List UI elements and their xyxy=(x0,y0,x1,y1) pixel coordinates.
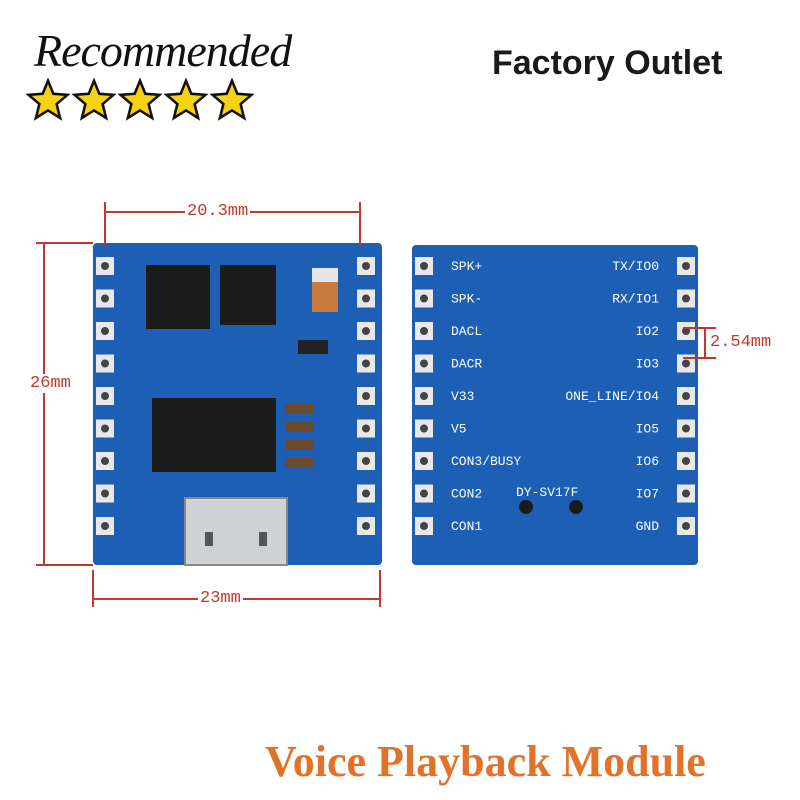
front-board xyxy=(93,243,382,566)
pin-hole xyxy=(101,359,109,368)
pin-hole xyxy=(101,522,109,530)
pin-label: V33 xyxy=(451,389,474,404)
pin-label: CON2 xyxy=(451,487,482,502)
pin-hole xyxy=(682,424,690,433)
pin-hole xyxy=(682,294,690,303)
pin-label: IO3 xyxy=(636,357,659,372)
pin-hole xyxy=(682,392,690,400)
pin-hole xyxy=(420,294,428,303)
pin-hole xyxy=(362,327,370,335)
star-icon xyxy=(164,78,208,121)
pin-hole xyxy=(362,457,370,465)
product-title: Voice Playback Module xyxy=(265,737,706,786)
pin-label: TX/IO0 xyxy=(612,259,659,274)
pin-hole xyxy=(420,359,428,368)
pin-hole xyxy=(362,359,370,368)
pin-hole xyxy=(362,262,370,270)
dim-pin-pitch: 2.54mm xyxy=(708,333,774,352)
pin-hole xyxy=(362,294,370,303)
star-icon xyxy=(118,78,162,121)
pin-hole xyxy=(682,522,690,530)
pin-label: ONE_LINE/IO4 xyxy=(565,389,659,404)
pin-hole xyxy=(420,262,428,270)
pin-hole xyxy=(420,489,428,498)
pin-label: V5 xyxy=(451,422,467,437)
pin-label: GND xyxy=(636,519,660,534)
pin-hole xyxy=(362,489,370,498)
pin-label: CON1 xyxy=(451,519,482,534)
pin-label: IO5 xyxy=(636,422,659,437)
pin-label: DACR xyxy=(451,357,482,372)
pin-hole xyxy=(362,522,370,530)
pin-hole xyxy=(101,424,109,433)
pin-hole xyxy=(101,392,109,400)
pin-label: IO7 xyxy=(636,487,659,502)
pin-hole xyxy=(420,392,428,400)
pin-hole xyxy=(682,489,690,498)
star-icon xyxy=(72,78,116,121)
pin-label: IO6 xyxy=(636,454,659,469)
pin-label: SPK- xyxy=(451,292,482,307)
pin-label: SPK+ xyxy=(451,259,482,274)
pin-label: CON3/BUSY xyxy=(451,454,521,469)
pin-label: RX/IO1 xyxy=(612,292,659,307)
factory-outlet-label: Factory Outlet xyxy=(492,44,723,82)
pin-label: IO2 xyxy=(636,324,659,339)
rating-stars xyxy=(26,78,254,122)
back-right-labels: TX/IO0RX/IO1IO2IO3ONE_LINE/IO4IO5IO6IO7G… xyxy=(565,259,659,534)
pin-label: DACL xyxy=(451,324,482,339)
pin-hole xyxy=(101,489,109,498)
pin-hole xyxy=(101,457,109,465)
pin-hole xyxy=(362,424,370,433)
pin-hole xyxy=(420,522,428,530)
star-icon xyxy=(210,78,254,121)
dim-top-width: 20.3mm xyxy=(185,202,251,221)
model-label: DY-SV17F xyxy=(516,485,578,500)
pin-hole xyxy=(101,294,109,303)
star-icon xyxy=(26,78,70,121)
pin-hole xyxy=(682,457,690,465)
pin-hole xyxy=(682,262,690,270)
pin-hole xyxy=(101,327,109,335)
dim-bottom-width: 23mm xyxy=(198,589,243,608)
recommended-text: Recommended xyxy=(34,25,292,76)
pin-hole xyxy=(420,424,428,433)
pin-hole xyxy=(101,262,109,270)
pin-hole xyxy=(420,457,428,465)
pin-hole xyxy=(682,359,690,368)
pin-hole xyxy=(362,392,370,400)
pin-hole xyxy=(420,327,428,335)
back-board xyxy=(412,245,698,565)
dim-height: 26mm xyxy=(28,374,73,393)
